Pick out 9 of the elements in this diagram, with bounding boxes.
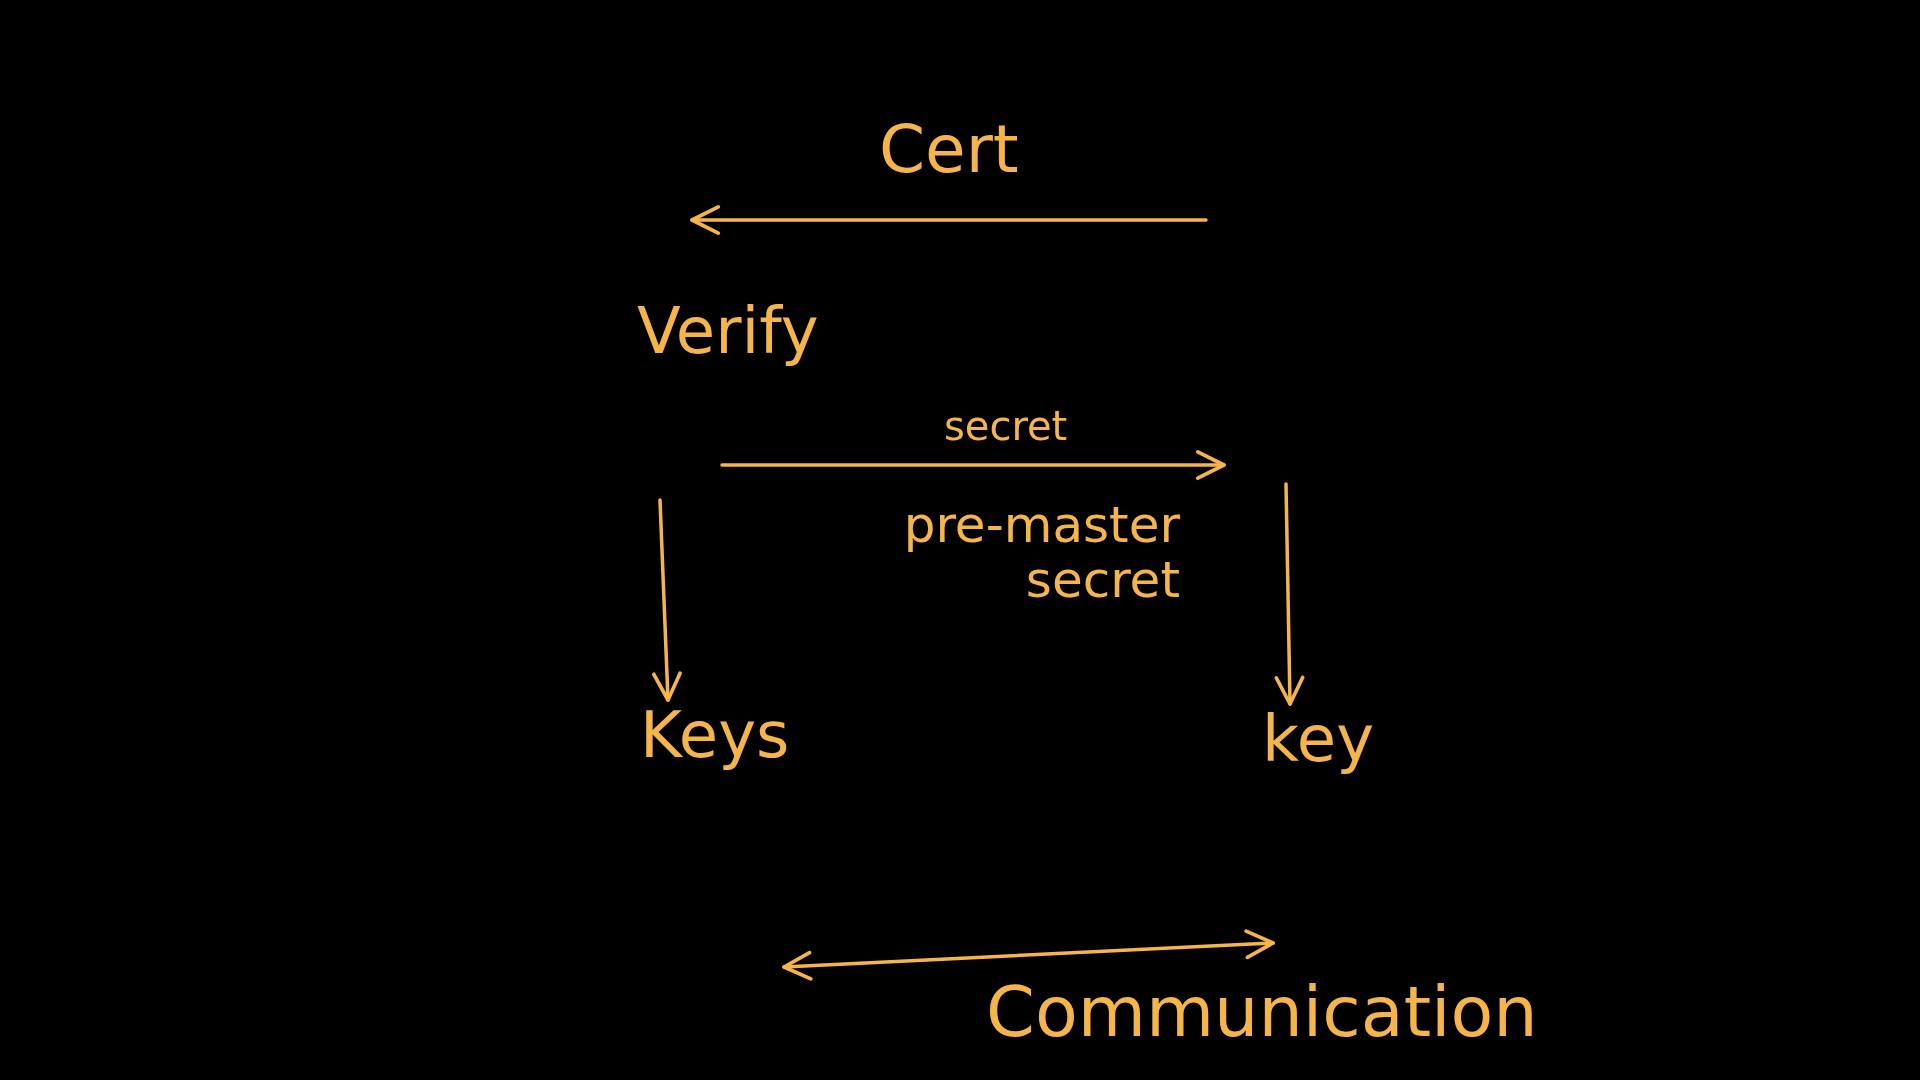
node-text: key <box>1262 704 1375 775</box>
node-text: Keys <box>640 700 790 771</box>
text-label: secret <box>944 404 1068 448</box>
text-label: Verify <box>637 296 819 367</box>
arrow <box>652 498 682 702</box>
text-label: Communication <box>986 974 1538 1051</box>
text-label: Cert <box>879 114 1019 187</box>
text-label: pre-master secret <box>902 498 1180 608</box>
arrow <box>1274 482 1305 706</box>
